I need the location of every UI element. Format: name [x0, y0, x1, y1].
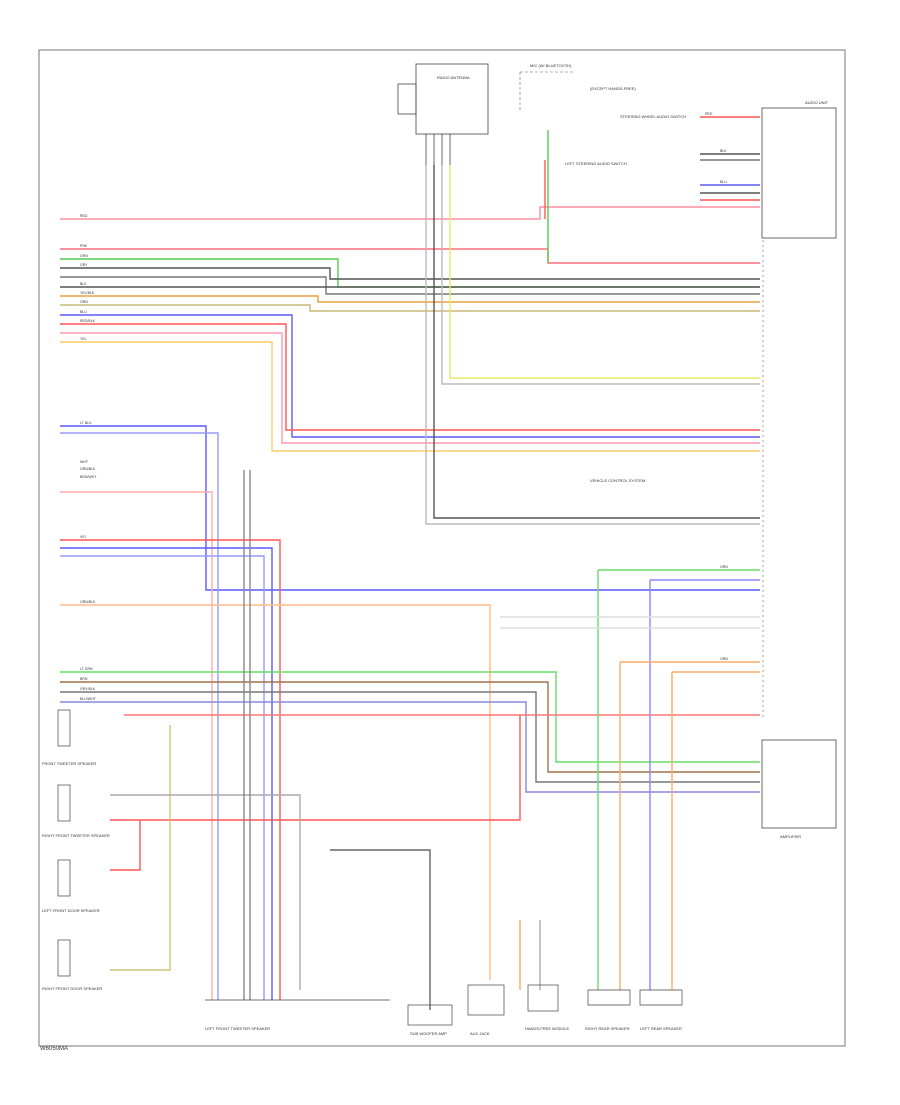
mic-note-label: (EXCEPT HANDS-FREE) — [590, 86, 636, 91]
wire-label: ORN — [720, 657, 728, 661]
wire-label: GRN/BLK — [80, 467, 96, 471]
mic-top-label: MIC (W/ BLUETOOTH) — [530, 63, 572, 68]
left-front-door-label: LEFT FRONT DOOR SPEAKER — [42, 908, 100, 913]
wire-label: GRY/BLK — [80, 687, 96, 691]
wire-label: LT GRN — [80, 667, 93, 671]
audio-unit: AUDIO UNIT AMPLIFIER VEHICLE CONTROL SYS… — [590, 100, 837, 839]
wire-label: GRN — [80, 254, 88, 258]
hands-free-label: HANDS-FREE MODULE — [525, 1026, 570, 1031]
wire-label: WHT — [80, 460, 89, 464]
amplifier-label: AMPLIFIER — [780, 834, 801, 839]
wire-label: YEL/BLK — [80, 291, 95, 295]
right-rear-speaker-label: RIGHT REAR SPEAKER — [585, 1026, 630, 1031]
mic-module: MIC (W/ BLUETOOTH) (EXCEPT HANDS-FREE) S… — [519, 63, 686, 166]
wire-label: ORN — [80, 300, 88, 304]
antenna-module-label: RADIO ANTENNA — [437, 75, 470, 80]
audio-unit-label: AUDIO UNIT — [805, 100, 829, 105]
bottom-connectors: LEFT FRONT TWEETER SPEAKER AUX JACK HAND… — [205, 984, 683, 1036]
antenna-module: RADIO ANTENNA — [397, 63, 489, 165]
wire-label: RED — [705, 112, 713, 116]
left-switch-label: LEFT STEERING AUDIO SWITCH — [565, 161, 627, 166]
wire-label: PNK — [80, 244, 88, 248]
wire-color-labels: RED PNK GRN GRY BLK YEL/BLK ORN BLU RED/… — [80, 112, 728, 701]
wire-label: VIO — [80, 535, 86, 539]
wire-label: GRN — [720, 565, 728, 569]
aux-jack-label: AUX JACK — [470, 1031, 490, 1036]
wire-label: ORN/BLK — [80, 600, 96, 604]
wire-label: BLK — [720, 149, 727, 153]
left-front-tweeter-label: LEFT FRONT TWEETER SPEAKER — [205, 1026, 270, 1031]
wire-label: BLK — [80, 282, 87, 286]
steering-switch-label: STEERING WHEEL AUDIO SWITCH — [620, 114, 686, 119]
diagram-border — [38, 49, 846, 1047]
wire-label: RED — [80, 214, 88, 218]
wire-label: BRN — [80, 677, 88, 681]
right-front-door-label: RIGHT FRONT DOOR SPEAKER — [42, 986, 102, 991]
wire-label: BLU — [720, 180, 727, 184]
wire-label: YEL — [80, 337, 87, 341]
front-tweeter-label: FRONT TWEETER SPEAKER — [42, 761, 96, 766]
wire-label: GRY — [80, 263, 88, 267]
sub-woofer-label: SUB WOOFER AMP — [410, 1031, 447, 1036]
control-system-label: VEHICLE CONTROL SYSTEM — [590, 478, 645, 483]
wire-label: LT BLU — [80, 421, 92, 425]
left-rear-speaker-label: LEFT REAR SPEAKER — [640, 1026, 682, 1031]
wire-label: BLU/WHT — [80, 697, 97, 701]
wire-bundle — [60, 116, 760, 1010]
left-speakers: FRONT TWEETER SPEAKER RIGHT FRONT TWEETE… — [42, 709, 110, 991]
wire-label: BLU — [80, 310, 87, 314]
right-front-tweeter-label: RIGHT FRONT TWEETER SPEAKER — [42, 833, 110, 838]
diagram-code: W6050MA — [40, 1046, 69, 1052]
wire-label: RED/BLK — [80, 319, 96, 323]
wire-label: BRN/WHT — [80, 475, 97, 479]
